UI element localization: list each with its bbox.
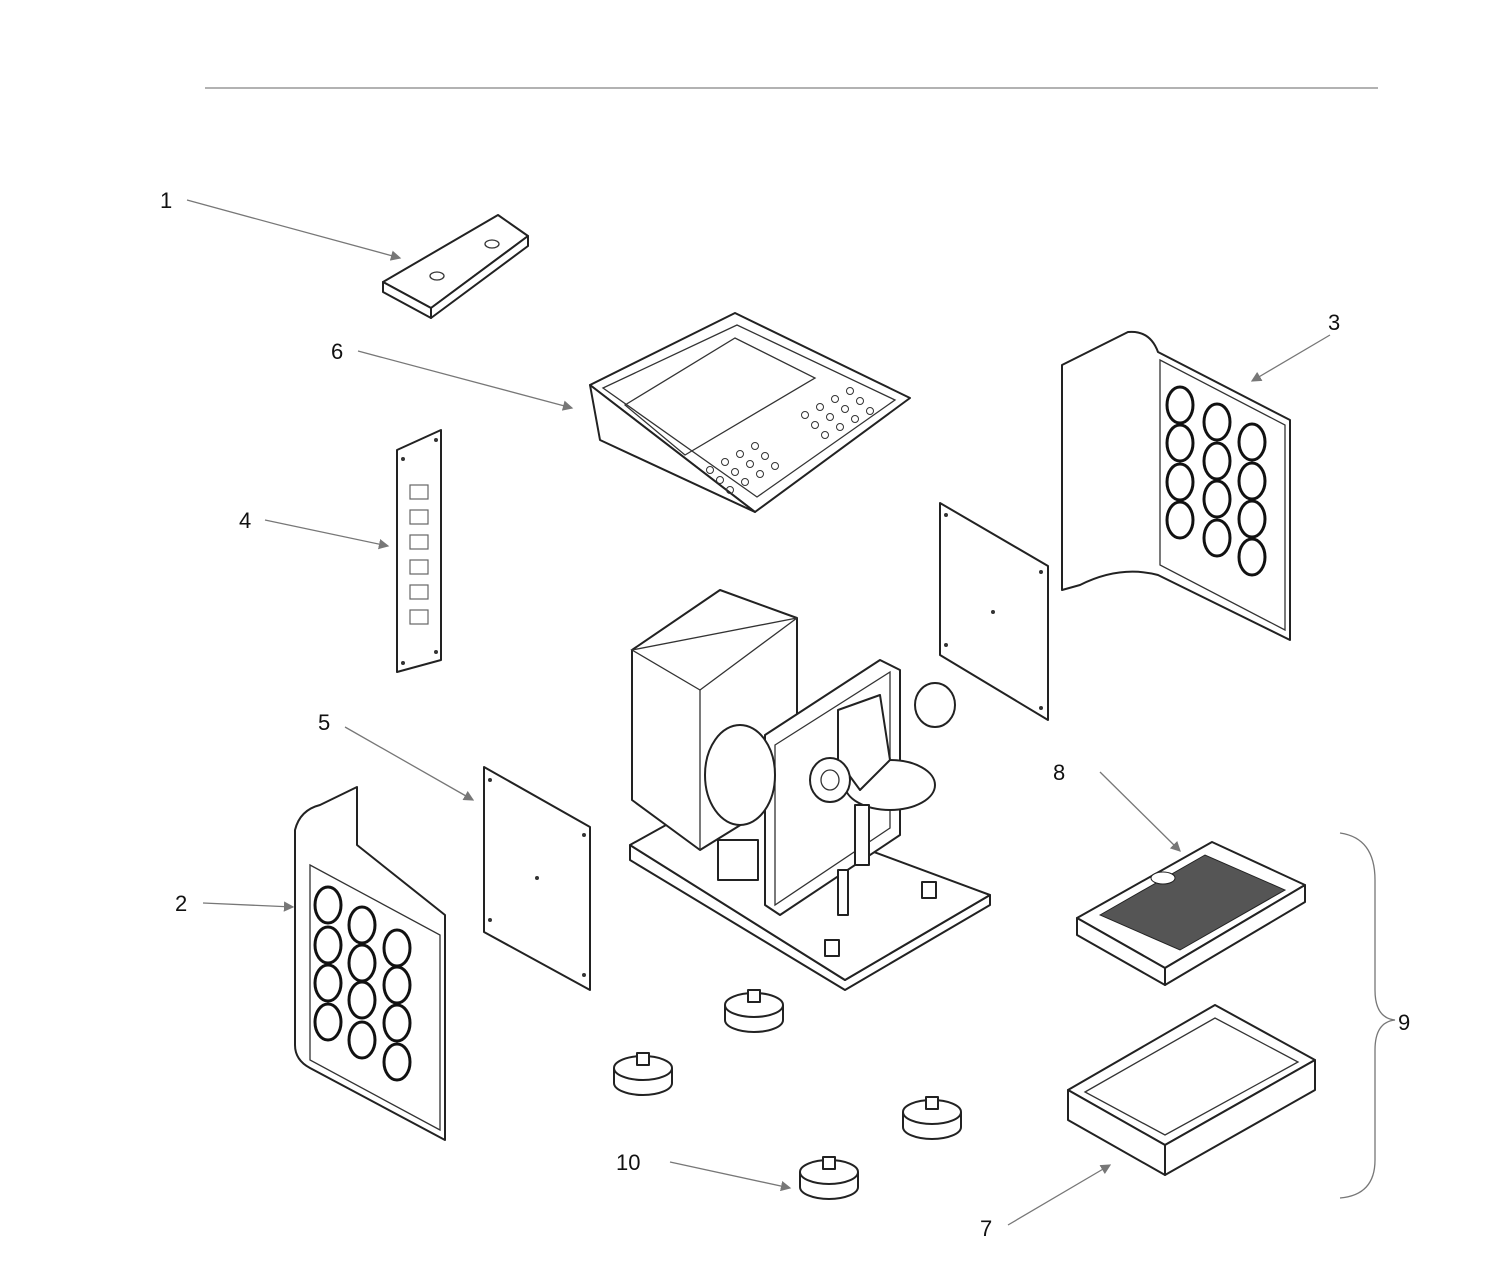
callout-6: 6 (331, 339, 343, 364)
foot (613, 1052, 673, 1096)
brace-9 (1339, 832, 1396, 1199)
part-6-top-tray (589, 312, 911, 513)
part-8-drip-grate (1076, 841, 1306, 986)
foot (724, 989, 784, 1033)
callout-10: 10 (616, 1150, 640, 1175)
callout-1: 1 (160, 188, 172, 213)
callout-3: 3 (1328, 310, 1340, 335)
part-1-cup-plate (382, 214, 529, 319)
foot (799, 1156, 859, 1200)
callout-5: 5 (318, 710, 330, 735)
foot (902, 1096, 962, 1140)
part-4-logo-plate (396, 429, 442, 673)
part-7-drip-tray (1067, 1004, 1316, 1176)
callout-2: 2 (175, 891, 187, 916)
part-5-inner-sheet (483, 766, 591, 991)
callout-8: 8 (1053, 760, 1065, 785)
part-2-left-side-panel (294, 786, 446, 1141)
part-10-feet (613, 989, 962, 1200)
callout-9: 9 (1398, 1010, 1410, 1035)
inner-sheet-right (939, 502, 1049, 721)
machine-chassis (629, 589, 991, 991)
part-3-right-side-panel (1061, 330, 1291, 641)
callout-4: 4 (239, 508, 251, 533)
callout-7: 7 (980, 1216, 992, 1241)
leader-lines (186, 199, 1396, 1226)
